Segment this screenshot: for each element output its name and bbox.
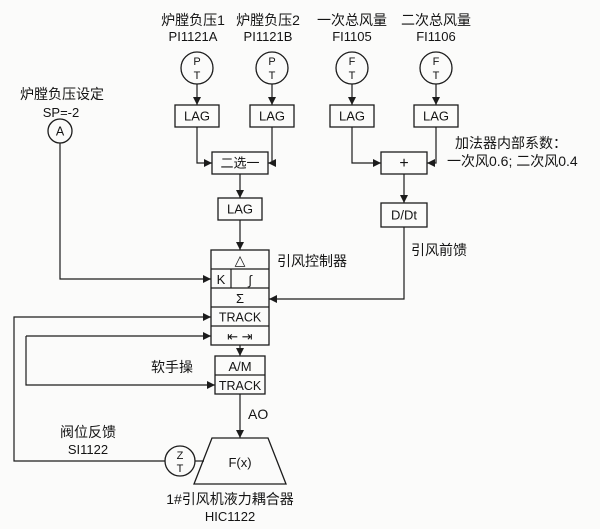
setpoint-letter: A <box>56 125 65 139</box>
valve-feedback-label: 阀位反馈 <box>60 424 116 440</box>
transmitter1-letter-bottom: T <box>194 70 201 82</box>
ao-label: AO <box>248 406 268 422</box>
fx-label: F(x) <box>228 455 251 470</box>
input2-label: 炉膛负压2 <box>236 12 300 28</box>
controller-title: 引风控制器 <box>277 253 347 269</box>
mid-lag-label: LAG <box>227 202 253 217</box>
lag4-label: LAG <box>423 109 449 124</box>
soft-manual-label: 软手操 <box>151 359 193 375</box>
output-tag: HIC1122 <box>205 509 255 524</box>
adder-note-line2: 一次风0.6; 二次风0.4 <box>447 153 578 169</box>
transmitter4-letter-bottom: T <box>433 70 440 82</box>
wire-valvefeedback-track <box>13 313 211 462</box>
input3-label: 一次总风量 <box>317 12 387 28</box>
adder-symbol: + <box>399 155 408 172</box>
valve-feedback-letter-top: Z <box>177 450 184 462</box>
fx-trapezoid <box>193 437 287 485</box>
setpoint-label: 炉膛负压设定 <box>20 86 104 102</box>
setpoint-value: SP=-2 <box>43 105 80 120</box>
transmitter2-letter-bottom: T <box>269 70 276 82</box>
controller-delta: △ <box>235 252 246 268</box>
controller-sigma: Σ <box>236 291 244 306</box>
transmitter3-letter-top: F <box>349 56 356 68</box>
input1-label: 炉膛负压1 <box>161 12 225 28</box>
input4-label: 二次总风量 <box>401 12 471 28</box>
controller-transfer-arrows: ⇤ ⇥ <box>227 329 253 344</box>
wire-setpoint-controller <box>59 143 211 283</box>
wire-lag2-selector <box>268 127 276 167</box>
input1-tag: PI1121A <box>169 29 218 44</box>
derivative-label: D/Dt <box>391 208 417 223</box>
output-name: 1#引风机液力耦合器 <box>166 491 294 507</box>
selector-label: 二选一 <box>220 156 259 171</box>
transmitter2-letter-top: P <box>268 56 275 68</box>
controller-box <box>210 249 270 346</box>
wire-lag4-adder <box>427 127 437 167</box>
lag3-label: LAG <box>339 109 365 124</box>
feedforward-label: 引风前馈 <box>411 242 467 258</box>
wire-lag3-adder <box>351 127 381 167</box>
input3-tag: FI1105 <box>332 29 372 44</box>
am-label: A/M <box>228 359 251 374</box>
controller-k: K <box>217 272 226 287</box>
am-track-label: TRACK <box>219 379 262 393</box>
input4-tag: FI1106 <box>416 29 456 44</box>
valve-feedback-tag: SI1122 <box>68 442 108 457</box>
adder-note-line1: 加法器内部系数： <box>455 135 567 151</box>
transmitter1-letter-top: P <box>193 56 200 68</box>
lag1-label: LAG <box>184 109 210 124</box>
lag2-label: LAG <box>259 109 285 124</box>
wire-lag1-selector <box>196 127 212 167</box>
wire-feedforward <box>269 227 405 303</box>
valve-feedback-letter-bottom: T <box>177 463 184 475</box>
controller-track: TRACK <box>219 311 262 325</box>
input2-tag: PI1121B <box>244 29 293 44</box>
transmitter3-letter-bottom: T <box>349 70 356 82</box>
controller-integral: ∫ <box>247 273 253 288</box>
wire-feedback-am-track <box>25 336 215 389</box>
transmitter4-letter-top: F <box>433 56 440 68</box>
